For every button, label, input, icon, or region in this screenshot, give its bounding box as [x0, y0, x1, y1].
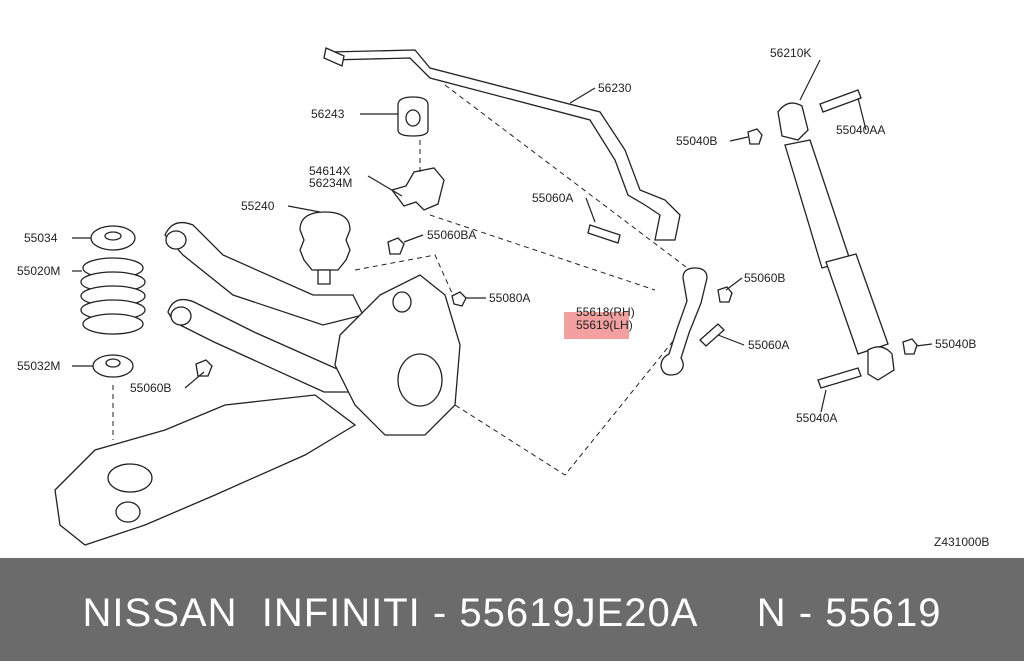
label-55020M: 55020M — [17, 264, 60, 278]
bushing-hole — [405, 109, 421, 127]
label-55040B-right: 55040B — [935, 337, 976, 351]
label-56243: 56243 — [311, 107, 345, 121]
label-55060B-right: 55060B — [744, 271, 785, 285]
clamp-bracket — [390, 167, 445, 211]
label-55034: 55034 — [24, 231, 58, 245]
subframe-bushing — [115, 501, 141, 523]
nut-55060B-right — [717, 286, 733, 303]
bump-stop — [299, 211, 351, 271]
reference-code: Z431000B — [934, 535, 989, 549]
label-55040AA: 55040AA — [836, 123, 885, 137]
caption-bar: NISSAN INFINITI - 55619JE20A N - 55619 — [0, 558, 1024, 661]
label-55618: 55618(RH) — [576, 305, 635, 319]
label-55040A: 55040A — [796, 411, 837, 425]
bolt-55040A — [817, 367, 862, 389]
label-55060A-right: 55060A — [748, 338, 789, 352]
nut-55040B-top — [747, 128, 763, 145]
upper-spring-seat-hole — [104, 231, 122, 241]
bump-stop-base — [317, 269, 331, 285]
label-55240: 55240 — [241, 199, 275, 213]
dashed-guide-3 — [444, 84, 691, 271]
label-55060A-top: 55060A — [532, 191, 573, 205]
label-55060BA: 55060BA — [427, 228, 476, 242]
shock-absorber-upper — [784, 139, 851, 269]
knuckle-bushing — [392, 291, 412, 313]
diagram-drawing: 56210K 56230 56243 55040AA 55040B 54614X… — [17, 46, 989, 549]
label-55040B-top: 55040B — [676, 134, 717, 148]
dashed-guide-2 — [429, 214, 656, 291]
stabilizer-bar — [329, 49, 681, 241]
label-56230: 56230 — [598, 81, 632, 95]
subframe-mount-hole — [107, 463, 153, 493]
dashed-guide-5 — [354, 254, 456, 301]
label-55080A: 55080A — [489, 291, 530, 305]
nut-55040B-right — [902, 338, 918, 355]
upper-link-bushing — [165, 230, 187, 250]
shock-absorber-lower — [825, 253, 889, 355]
bolt-55060A-right — [699, 323, 725, 347]
lower-spring-seat-hole — [105, 358, 121, 368]
label-54614X: 54614X — [309, 164, 350, 178]
shock-bottom-mount — [867, 346, 895, 381]
label-55032M: 55032M — [17, 359, 60, 373]
stabilizer-bar-end — [323, 47, 345, 67]
stabilizer-link — [660, 267, 708, 376]
bolt-55060BA — [387, 237, 405, 255]
label-56234M: 56234M — [309, 176, 352, 190]
rear-subframe — [54, 394, 357, 546]
part-highlight — [564, 312, 629, 339]
label-55060B-left: 55060B — [130, 381, 171, 395]
label-55619: 55619(LH) — [576, 318, 633, 332]
leader-lines — [72, 59, 933, 413]
bolt-55060A-top — [587, 224, 621, 244]
upper-link — [164, 221, 364, 326]
hub-bore — [397, 353, 443, 407]
lower-link — [167, 298, 356, 393]
bolt-55040AA — [819, 89, 862, 113]
dashed-guide-4 — [454, 319, 691, 476]
shock-top-mount — [777, 102, 809, 141]
part-caption: NISSAN INFINITI - 55619JE20A N - 55619 — [82, 591, 942, 635]
parts-diagram: 56210K 56230 56243 55040AA 55040B 54614X… — [17, 46, 990, 549]
label-56210K: 56210K — [770, 46, 811, 60]
bolt-55060B-left — [195, 359, 213, 377]
bolt-55080A — [451, 291, 467, 307]
lower-link-bushing — [170, 306, 192, 326]
coil-spring — [80, 257, 146, 335]
